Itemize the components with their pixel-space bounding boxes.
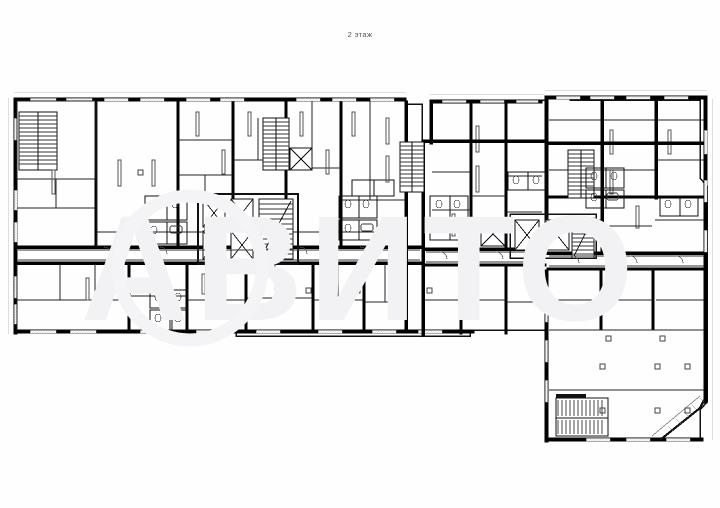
fixture-icons-east	[512, 171, 692, 209]
stair-icon-nw	[18, 111, 58, 171]
central-core	[197, 193, 299, 265]
stair-icon-south-east	[555, 394, 609, 437]
elevator-shaft-icon-7	[514, 219, 540, 251]
center-facade-windows	[441, 99, 539, 104]
utility-rooms-east	[507, 167, 699, 217]
east-facade-windows	[544, 95, 708, 442]
east-core	[509, 213, 597, 259]
dimension-lines	[7, 89, 713, 440]
elevator-shaft-icon-8	[544, 219, 570, 251]
stair-icon-n-center	[262, 117, 290, 171]
center-wing-walls	[421, 99, 547, 337]
column-symbols	[137, 169, 691, 414]
elevator-shaft-icon-5	[230, 230, 254, 260]
elevator-shaft-icon-4	[202, 230, 226, 260]
page-title: 2 этаж	[347, 30, 373, 39]
north-facade-windows	[29, 97, 395, 102]
elevator-shaft-icon-6	[480, 221, 506, 247]
utility-rooms-west	[144, 179, 469, 331]
elevator-shaft-icon-1	[289, 147, 313, 171]
stair-icon-center-right	[399, 141, 425, 193]
elevator-shaft-icon-2	[202, 198, 226, 228]
angled-wall-se	[651, 395, 705, 441]
stair-icon-east-core	[571, 217, 595, 259]
elevator-shaft-icon-3	[230, 198, 254, 228]
stair-icon-east-upper	[567, 149, 595, 199]
building-outline	[13, 95, 708, 441]
